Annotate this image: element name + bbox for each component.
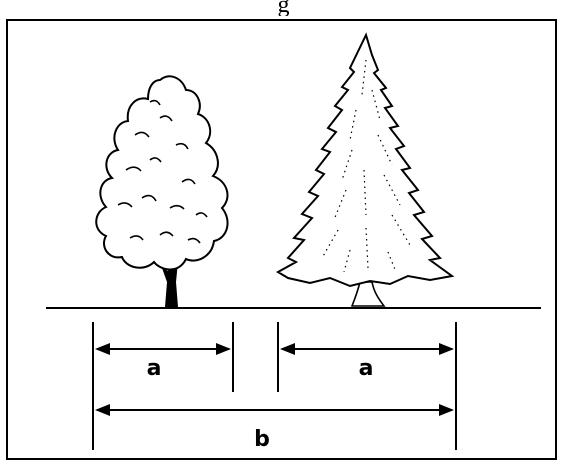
caption-fragment: g: [277, 0, 290, 16]
dimension-arrow-b: [95, 404, 454, 416]
dimension-arrow-a-left: [95, 343, 231, 355]
dimension-arrow-a-right: [280, 343, 454, 355]
conifer-tree-outline: [276, 32, 455, 288]
conifer-tree-branch-detail: [321, 59, 411, 273]
dimension-extension-lines: [92, 322, 457, 450]
label-spacing-a-left: a: [147, 356, 162, 381]
deciduous-tree-foliage-detail: [117, 99, 208, 244]
conifer-tree-trunk: [350, 281, 386, 307]
label-spacing-b: b: [254, 427, 270, 452]
deciduous-tree-trunk: [162, 258, 178, 307]
conifer-tree: [276, 32, 455, 307]
label-spacing-a-right: a: [359, 356, 374, 381]
deciduous-tree: [95, 75, 229, 307]
diagram-frame: [6, 19, 557, 460]
deciduous-tree-crown: [95, 75, 229, 271]
